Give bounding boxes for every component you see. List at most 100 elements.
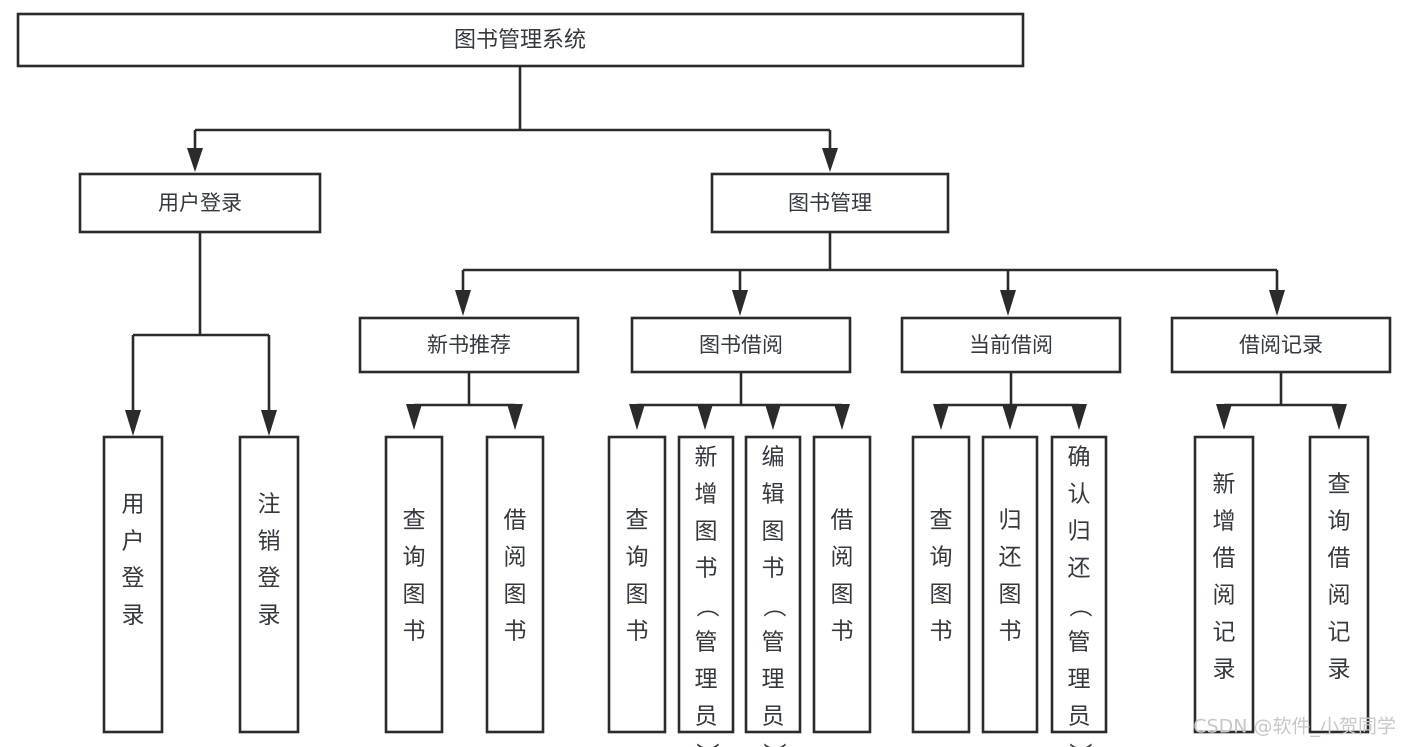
leaf-node-box[interactable] [981,435,1039,734]
node-level2-book-borrow[interactable]: 图书借阅 [630,316,852,374]
leaf-label-char: 图 [695,519,718,545]
leaf-label-char: 户 [122,529,145,555]
leaf-label-char: 图 [930,582,953,608]
leaf-node-box[interactable] [485,435,545,734]
level2-node-label-current-borrow: 当前借阅 [969,333,1053,357]
arrow-head-icon-user-login-leaf2 [261,410,277,436]
leaf-label-char: 书 [504,619,527,645]
node-level2-new-book-recommend[interactable]: 新书推荐 [358,316,580,374]
level2-node-label-borrow-record: 借阅记录 [1239,333,1323,357]
leaf-label-char: 图 [504,582,527,608]
level1-node-label-user-login: 用户登录 [158,191,242,215]
leaf-label-char: 销 [258,529,281,555]
node-level2-borrow-record[interactable]: 借阅记录 [1170,316,1392,374]
leaf-node-user-login-login[interactable]: 用户登录 [102,435,164,734]
leaf-node-box[interactable] [1308,435,1370,734]
leaf-node-box[interactable] [677,435,735,734]
arrow-head-icon-current-borrow-leaf2 [1002,404,1018,430]
arrow-head-icon-bm-to-new-book [455,290,471,316]
arrow-head-icon-borrow-record-leaf2 [1331,404,1347,430]
level2-node-box-book-borrow[interactable] [630,316,852,374]
leaf-label-char: 询 [626,545,649,571]
leaf-label-char: 阅 [504,545,527,571]
leaf-label-char: 认 [1068,482,1091,508]
leaf-label-char: 编 [762,445,785,471]
arrow-head-icon-book-borrow-leaf4 [834,404,850,430]
leaf-node-box[interactable] [607,435,667,734]
leaf-label-char: 管 [762,630,785,656]
leaf-label-char: 录 [122,603,145,629]
leaf-label-char: 新 [1213,472,1236,498]
leaf-node-box[interactable] [812,435,872,734]
node-root-book-management-system[interactable]: 图书管理系统 [16,12,1025,68]
arrow-head-icon-user-login-leaf1 [125,410,141,436]
arrow-head-icon-bm-to-current-borrow [1000,290,1016,316]
leaf-label-char: 理 [762,667,785,693]
leaf-node-box[interactable] [744,435,802,734]
leaf-label-char: 书 [831,619,854,645]
level2-node-box-borrow-record[interactable] [1170,316,1392,374]
leaf-node-box[interactable] [102,435,164,734]
leaf-label-char: 员 [1068,704,1091,730]
root-node-label: 图书管理系统 [454,28,586,53]
leaf-label-char: 图 [999,582,1022,608]
arrow-head-icon-book-borrow-leaf3 [765,404,781,430]
leaf-label-char: 理 [1068,667,1091,693]
leaf-label-char: 管 [695,630,718,656]
leaf-label-char: 录 [258,603,281,629]
node-level1-user-login[interactable]: 用户登录 [78,172,322,234]
arrow-head-icon-root-to-user-login [187,148,203,172]
leaf-label-char: 录 [1328,657,1351,683]
leaf-node-box[interactable] [1193,435,1255,734]
leaf-label-char: 确 [1068,445,1091,471]
node-level1-book-management[interactable]: 图书管理 [710,172,950,234]
leaf-label-char: 书 [695,556,718,582]
leaf-label-char: 阅 [831,545,854,571]
leaf-label-char: 借 [1213,546,1236,572]
leaf-label-char: 书 [999,619,1022,645]
leaf-label-char: 登 [122,566,145,592]
arrow-head-icon-current-borrow-leaf1 [933,404,949,430]
leaf-label-char: （ [694,595,720,618]
arrow-head-icon-borrow-record-leaf1 [1216,404,1232,430]
leaf-label-char: 查 [626,508,649,534]
root-node-box[interactable] [16,12,1025,68]
leaf-node-label: 用户登录 [122,492,145,629]
leaf-node-box[interactable] [384,435,444,734]
leaf-label-char: 理 [695,667,718,693]
leaf-label-char: 记 [1213,620,1236,646]
leaf-label-char: 查 [403,508,426,534]
leaf-label-char: 书 [403,619,426,645]
level2-node-box-current-borrow[interactable] [900,316,1122,374]
leaf-label-char: 阅 [1328,583,1351,609]
level1-node-box-book-management[interactable] [710,172,950,234]
node-level2-current-borrow[interactable]: 当前借阅 [900,316,1122,374]
leaf-node-box[interactable] [1050,435,1108,734]
level2-node-box-new-book-recommend[interactable] [358,316,580,374]
leaf-node-box[interactable] [238,435,300,734]
leaf-label-char: 注 [258,492,281,518]
leaf-node-box[interactable] [911,435,971,734]
leaf-label-char: 图 [403,582,426,608]
